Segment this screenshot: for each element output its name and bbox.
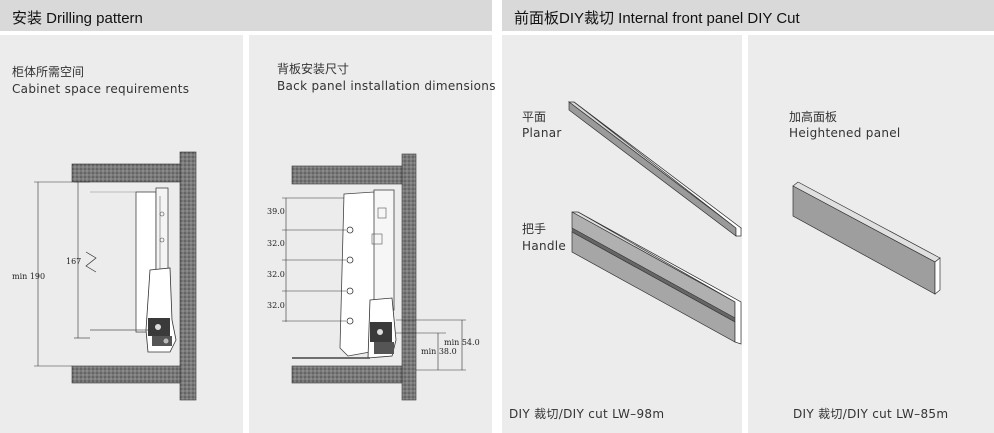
cabinet-top-shelf — [71, 163, 181, 183]
dim-32a-label: 32.0 — [267, 239, 285, 248]
back-side-wall — [401, 153, 417, 401]
back-bottom-shelf — [291, 365, 403, 384]
dim-167-label: 167 — [66, 257, 81, 266]
dim-32c-label: 32.0 — [267, 301, 285, 310]
dim-32b-label: 32.0 — [267, 270, 285, 279]
back-panel-caption-cn: 背板安装尺寸 — [277, 62, 350, 76]
heightened-label-cn: 加高面板 — [789, 110, 838, 124]
handle-panel-drawing — [571, 211, 742, 345]
drilling-pattern-header: 安装 Drilling pattern — [0, 0, 492, 31]
planar-label-en: Planar — [522, 126, 562, 140]
planar-panel-drawing — [567, 101, 743, 237]
dim-min38-label: min 38.0 — [421, 347, 457, 356]
planar-cut-note: DIY 裁切/DIY cut LW–98m — [509, 407, 665, 421]
front-panel-cut-title: 前面板DIY裁切 Internal front panel DIY Cut — [514, 10, 800, 27]
back-panel-diagram: 39.0 32.0 32.0 32.0 min 54.0 min 38.0 — [267, 153, 480, 401]
cabinet-bottom-shelf — [71, 365, 181, 384]
handle-label-cn: 把手 — [522, 222, 547, 236]
drilling-pattern-title: 安装 Drilling pattern — [12, 10, 143, 27]
heightened-panel-drawing — [792, 181, 941, 295]
back-top-shelf — [291, 165, 403, 185]
planar-handle-panel — [502, 35, 742, 433]
heightened-cut-note: DIY 裁切/DIY cut LW–85m — [793, 407, 949, 421]
dim-min190-label: min 190 — [12, 272, 45, 281]
back-panel-caption-en: Back panel installation dimensions — [277, 79, 496, 93]
planar-label-cn: 平面 — [522, 110, 547, 124]
cabinet-space-caption-en: Cabinet space requirements — [12, 82, 190, 96]
drawer-rail — [155, 187, 169, 281]
handle-label-en: Handle — [522, 239, 567, 253]
heightened-label-en: Heightened panel — [789, 126, 901, 140]
cabinet-side-wall — [179, 151, 197, 401]
front-panel-cut-header: 前面板DIY裁切 Internal front panel DIY Cut — [502, 0, 994, 31]
dim-min54-label: min 54.0 — [444, 338, 480, 347]
cabinet-space-diagram: 167 min 190 — [12, 151, 197, 401]
cabinet-space-caption-cn: 柜体所需空间 — [12, 65, 85, 79]
dim-39-label: 39.0 — [267, 207, 285, 216]
